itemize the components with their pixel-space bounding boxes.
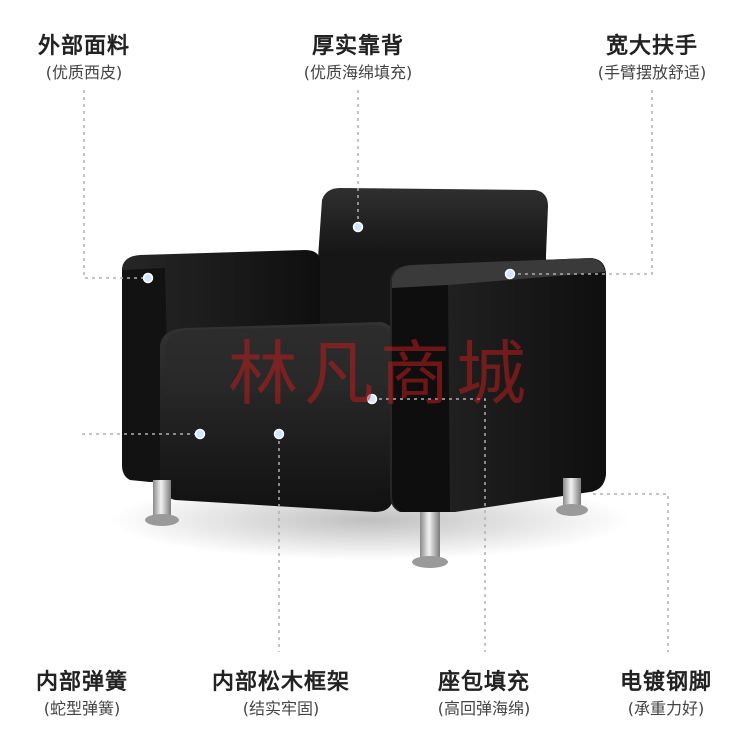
dot-backrest xyxy=(352,221,364,233)
dot-frame xyxy=(273,428,285,440)
feature-spring: 内部弹簧 (蛇型弹簧) xyxy=(12,668,152,720)
left-armrest-front xyxy=(122,268,170,482)
feature-seat: 座包填充 (高回弹海绵) xyxy=(414,668,554,720)
feature-frame: 内部松木框架 (结实牢固) xyxy=(196,668,366,720)
dot-armrest xyxy=(504,268,516,280)
dot-seat xyxy=(366,393,378,405)
feature-legs: 电镀钢脚 (承重力好) xyxy=(596,668,736,720)
feature-title: 座包填充 xyxy=(437,670,530,695)
feature-subtitle: (承重力好) xyxy=(627,699,705,718)
feature-title: 厚实靠背 xyxy=(311,34,404,59)
feature-title: 外部面料 xyxy=(37,34,130,59)
dot-spring xyxy=(194,428,206,440)
feature-subtitle: (优质西皮) xyxy=(45,63,123,82)
feature-backrest: 厚实靠背 (优质海绵填充) xyxy=(268,32,448,84)
feature-title: 内部弹簧 xyxy=(35,670,128,695)
feature-title: 宽大扶手 xyxy=(605,34,698,59)
feature-fabric: 外部面料 (优质西皮) xyxy=(14,32,154,84)
feature-title: 内部松木框架 xyxy=(211,670,350,695)
dot-fabric xyxy=(142,272,154,284)
feature-subtitle: (结实牢固) xyxy=(242,699,320,718)
seat-cushion-top xyxy=(165,325,392,395)
right-armrest-top xyxy=(392,258,605,290)
feature-subtitle: (手臂摆放舒适) xyxy=(597,63,707,82)
feature-title: 电镀钢脚 xyxy=(619,670,712,695)
feature-armrest: 宽大扶手 (手臂摆放舒适) xyxy=(570,32,734,84)
chrome-legs xyxy=(145,478,588,568)
left-armrest xyxy=(122,250,320,345)
shop-watermark: 林凡商城 xyxy=(228,333,532,415)
sofa-backrest xyxy=(318,188,548,258)
feature-subtitle: (蛇型弹簧) xyxy=(43,699,121,718)
feature-subtitle: (高回弹海绵) xyxy=(437,699,531,718)
feature-subtitle: (优质海绵填充) xyxy=(303,63,413,82)
leader-lines xyxy=(82,90,669,652)
